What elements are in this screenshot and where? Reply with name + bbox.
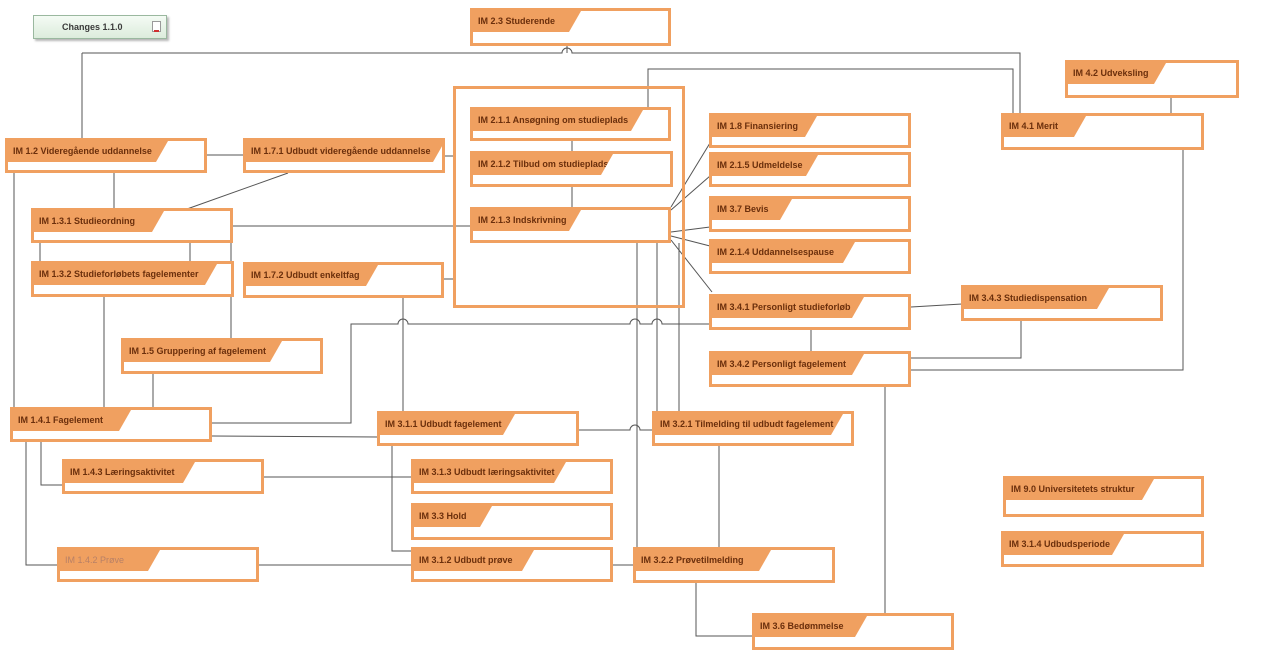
box-label: IM 3.1.4 Udbudsperiode [1004,534,1124,555]
document-icon [152,21,161,32]
box-label: IM 3.7 Bevis [712,199,792,220]
box-label: IM 1.4.3 Læringsaktivitet [65,462,195,483]
box-label: IM 3.3 Hold [414,506,492,527]
box-im-3-2-1[interactable]: IM 3.2.1 Tilmelding til udbudt fagelemen… [652,411,854,446]
box-label: IM 3.2.2 Prøvetilmelding [636,550,771,571]
box-im-3-1-1[interactable]: IM 3.1.1 Udbudt fagelement [377,411,579,446]
box-im-1-3-1[interactable]: IM 1.3.1 Studieordning [31,208,233,243]
box-label: IM 1.3.1 Studieordning [34,211,164,232]
box-label: IM 2.1.1 Ansøgning om studieplads [473,110,643,131]
box-label: IM 1.4.1 Fagelement [13,410,131,431]
box-label: IM 3.1.2 Udbudt prøve [414,550,534,571]
box-label: IM 2.3 Studerende [473,11,581,32]
box-im-1-7-2[interactable]: IM 1.7.2 Udbudt enkeltfag [243,262,444,298]
box-im-2-1-5[interactable]: IM 2.1.5 Udmeldelse [709,152,911,187]
box-label: IM 3.2.1 Tilmelding til udbudt fagelemen… [655,414,843,435]
box-label: IM 1.5 Gruppering af fagelement [124,341,282,362]
box-label: IM 2.1.4 Uddannelsespause [712,242,855,263]
box-label: IM 1.2 Videregående uddannelse [8,141,168,162]
box-im-3-1-3[interactable]: IM 3.1.3 Udbudt læringsaktivitet [411,459,613,494]
box-label: IM 1.7.2 Udbudt enkeltfag [246,265,378,286]
box-im-2-1-3[interactable]: IM 2.1.3 Indskrivning [470,207,671,243]
box-label: IM 2.1.5 Udmeldelse [712,155,818,176]
box-im-3-1-2[interactable]: IM 3.1.2 Udbudt prøve [411,547,613,582]
box-im-2-1-2[interactable]: IM 2.1.2 Tilbud om studieplads [470,151,673,187]
box-label: IM 1.3.2 Studieforløbets fagelementer [34,264,217,285]
box-im-3-4-1[interactable]: IM 3.4.1 Personligt studieforløb [709,294,911,330]
box-label: IM 3.4.3 Studiedispensation [964,288,1109,309]
box-label: IM 1.4.2 Prøve [60,550,160,571]
box-im-1-4-1[interactable]: IM 1.4.1 Fagelement [10,407,212,442]
box-im-2-1-1[interactable]: IM 2.1.1 Ansøgning om studieplads [470,107,671,141]
box-im-3-1-4[interactable]: IM 3.1.4 Udbudsperiode [1001,531,1204,567]
box-label: IM 3.1.1 Udbudt fagelement [380,414,515,435]
box-label: IM 1.7.1 Udbudt videregående uddannelse [246,141,445,162]
box-label: IM 9.0 Universitetets struktur [1006,479,1154,500]
box-im-3-7[interactable]: IM 3.7 Bevis [709,196,911,232]
note-label: Changes 1.1.0 [62,22,123,32]
box-im-3-2-2[interactable]: IM 3.2.2 Prøvetilmelding [633,547,835,583]
box-im-3-4-3[interactable]: IM 3.4.3 Studiedispensation [961,285,1163,321]
box-im-1-7-1[interactable]: IM 1.7.1 Udbudt videregående uddannelse [243,138,445,173]
box-im-3-4-2[interactable]: IM 3.4.2 Personligt fagelement [709,351,911,387]
box-im-1-4-2[interactable]: IM 1.4.2 Prøve [57,547,259,582]
box-label: IM 3.4.2 Personligt fagelement [712,354,864,375]
box-im-4-1[interactable]: IM 4.1 Merit [1001,113,1204,150]
box-im-9-0[interactable]: IM 9.0 Universitetets struktur [1003,476,1204,517]
box-im-1-2[interactable]: IM 1.2 Videregående uddannelse [5,138,207,173]
changes-note[interactable]: Changes 1.1.0 [33,15,167,39]
box-im-3-3[interactable]: IM 3.3 Hold [411,503,613,540]
box-im-4-2[interactable]: IM 4.2 Udveksling [1065,60,1239,98]
admission-group-frame [453,86,685,308]
box-im-2-3[interactable]: IM 2.3 Studerende [470,8,671,46]
box-label: IM 3.6 Bedømmelse [755,616,867,637]
box-label: IM 3.1.3 Udbudt læringsaktivitet [414,462,566,483]
box-im-1-8[interactable]: IM 1.8 Finansiering [709,113,911,148]
box-im-1-3-2[interactable]: IM 1.3.2 Studieforløbets fagelementer [31,261,234,297]
box-im-3-6[interactable]: IM 3.6 Bedømmelse [752,613,954,650]
box-im-1-4-3[interactable]: IM 1.4.3 Læringsaktivitet [62,459,264,494]
box-label: IM 2.1.3 Indskrivning [473,210,581,231]
box-label: IM 3.4.1 Personligt studieforløb [712,297,864,318]
box-im-2-1-4[interactable]: IM 2.1.4 Uddannelsespause [709,239,911,274]
box-im-1-5[interactable]: IM 1.5 Gruppering af fagelement [121,338,323,374]
box-label: IM 2.1.2 Tilbud om studieplads [473,154,613,175]
box-label: IM 4.2 Udveksling [1068,63,1166,84]
box-label: IM 1.8 Finansiering [712,116,817,137]
box-label: IM 4.1 Merit [1004,116,1086,137]
